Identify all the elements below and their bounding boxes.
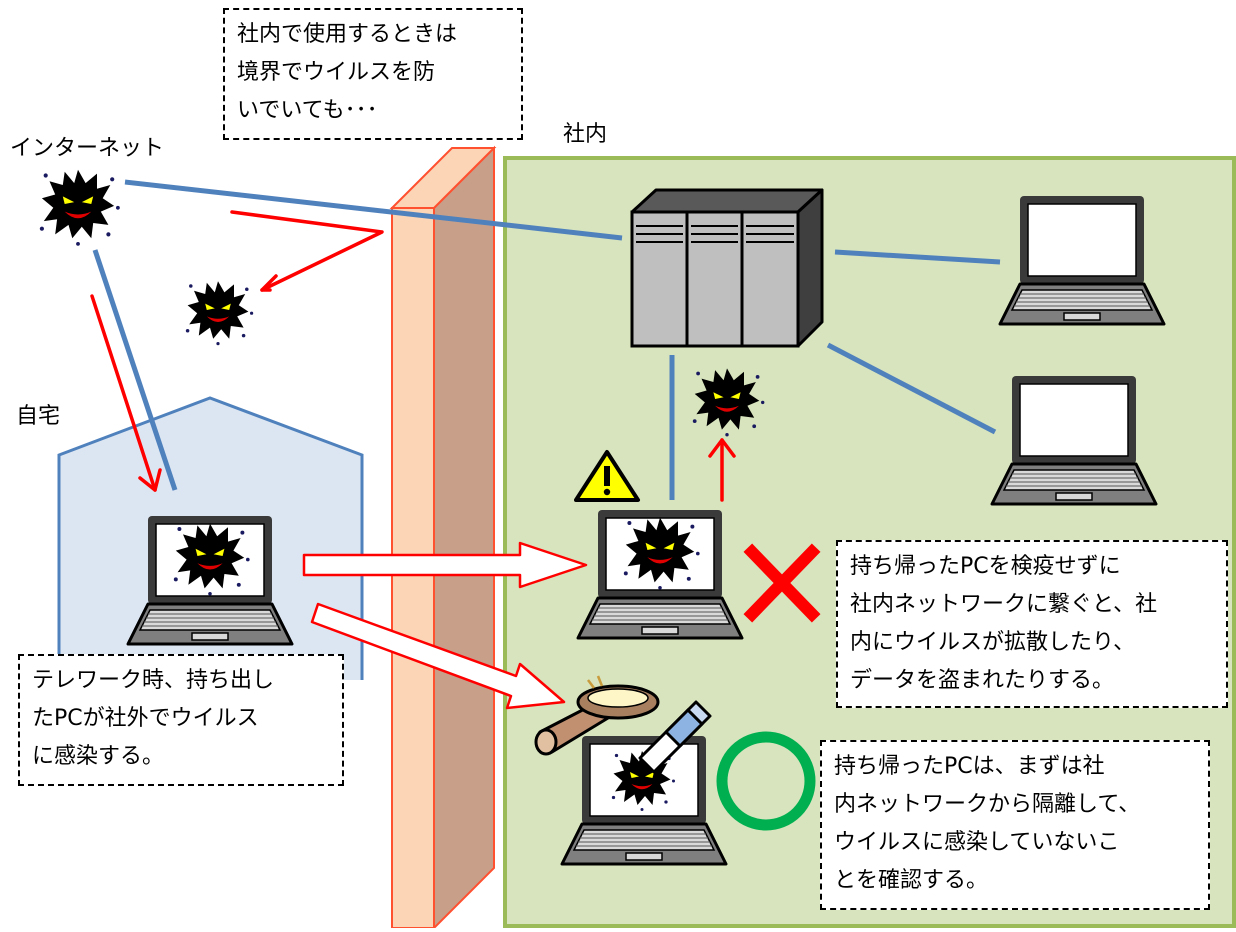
infected-laptop-icon <box>576 508 744 640</box>
note-line: 持ち帰ったPCは、まずは社 <box>834 754 1105 779</box>
note-line: いでいても･･･ <box>237 98 378 123</box>
hollow-arrow-to-inspection <box>310 602 566 710</box>
infection-arrows <box>90 210 736 502</box>
cross-mark-icon <box>743 543 821 623</box>
countermeasure-note: 持ち帰ったPCは、まずは社 内ネットワークから隔離して、 ウイルスに感染していな… <box>820 740 1210 910</box>
note-line: とを確認する。 <box>834 868 989 893</box>
office-label: 社内 <box>563 122 608 147</box>
eraser-icon <box>638 700 712 774</box>
note-line: 内にウイルスが拡散したり、 <box>850 630 1136 655</box>
note-line: たPCが社外でウイルス <box>32 706 259 731</box>
telework-note: テレワーク時、持ち出し たPCが社外でウイルス に感染する。 <box>18 654 344 786</box>
note-line: 社内ネットワークに繋ぐと、社 <box>850 592 1158 617</box>
note-line: 内ネットワークから隔離して、 <box>834 792 1141 817</box>
risk-note: 持ち帰ったPCを検疫せずに 社内ネットワークに繋ぐと、社 内にウイルスが拡散した… <box>836 540 1228 708</box>
internet-virus-icon <box>39 169 120 246</box>
office-laptop-icon <box>990 374 1158 506</box>
magnifier-icon <box>534 675 660 756</box>
note-line: データを盗まれたりする。 <box>850 668 1115 693</box>
warning-icon <box>574 450 640 502</box>
note-line: 持ち帰ったPCを検疫せずに <box>850 554 1121 579</box>
home-label: 自宅 <box>16 404 61 429</box>
circle-mark-icon <box>716 731 816 831</box>
home-laptop-icon <box>126 514 294 646</box>
network-lines <box>92 179 1001 500</box>
internet-label: インターネット <box>10 136 165 161</box>
blocked-virus-icon <box>185 281 254 346</box>
boundary-note: 社内で使用するときは 境界でウイルスを防 いでいても･･･ <box>223 8 523 140</box>
note-line: テレワーク時、持ち出し <box>32 668 275 693</box>
note-line: 境界でウイルスを防 <box>237 60 436 85</box>
note-line: ウイルスに感染していないこ <box>834 830 1120 855</box>
note-line: に感染する。 <box>32 744 165 769</box>
server-icon <box>630 188 824 348</box>
office-laptop-icon <box>998 194 1166 326</box>
hollow-arrow-to-office <box>302 541 588 589</box>
note-line: 社内で使用するときは <box>237 22 458 47</box>
firewall-wall <box>389 145 497 931</box>
